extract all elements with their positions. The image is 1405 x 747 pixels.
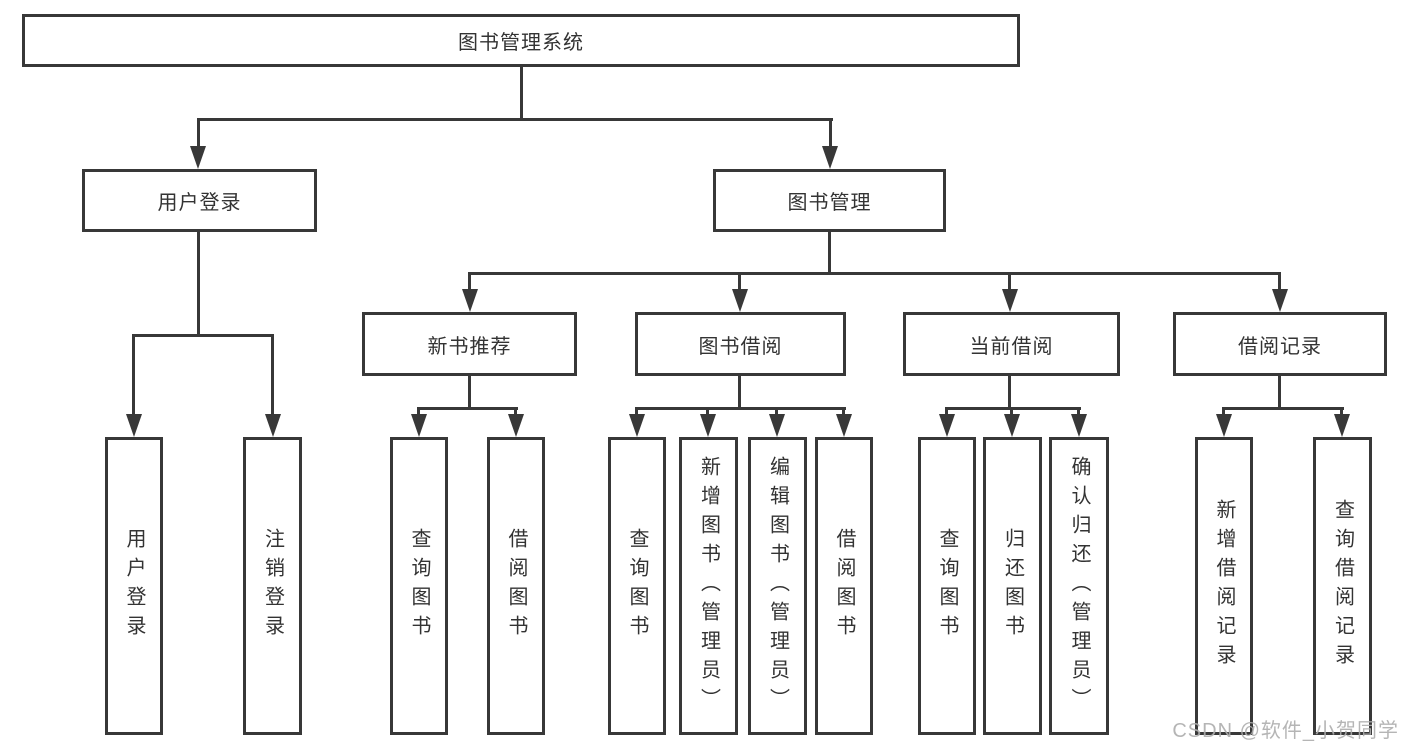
connector-line (197, 118, 200, 149)
connector-line (417, 407, 518, 410)
connector-line (468, 375, 471, 410)
leaf-query-books-borrow: 查询图书 (608, 437, 666, 735)
connector-line (706, 407, 709, 417)
node-label: 图书管理系统 (458, 32, 584, 54)
node-label: 查询图书 (626, 528, 648, 644)
arrowhead-down-icon (126, 414, 142, 437)
watermark: CSDN @软件_小贺同学 (1172, 720, 1399, 742)
leaf-add-books-admin: 新增图书（管理员） (679, 437, 738, 735)
leaf-query-books-current: 查询图书 (918, 437, 976, 735)
arrowhead-down-icon (411, 414, 427, 437)
node-new-book-recommend: 新书推荐 (362, 312, 577, 376)
leaf-query-books-recommend: 查询图书 (390, 437, 448, 735)
node-label: 图书借阅 (698, 335, 783, 358)
connector-line (1278, 272, 1281, 292)
node-borrow-records: 借阅记录 (1173, 312, 1387, 376)
leaf-confirm-return-admin: 确认归还（管理员） (1049, 437, 1109, 735)
connector-line (1008, 272, 1011, 292)
connector-line (197, 118, 833, 121)
node-label: 归还图书 (1001, 528, 1024, 644)
node-label: 用户登录 (157, 192, 242, 214)
leaf-user-login: 用户登录 (105, 437, 163, 735)
node-label: 借阅图书 (505, 528, 527, 644)
connector-line (468, 272, 1281, 275)
node-label: 查询图书 (936, 528, 958, 644)
arrowhead-down-icon (1272, 289, 1288, 312)
arrowhead-down-icon (1334, 414, 1350, 437)
node-user-login: 用户登录 (82, 169, 317, 232)
connector-line (132, 334, 135, 416)
arrowhead-down-icon (190, 146, 206, 169)
connector-line (842, 407, 845, 417)
node-label: 新增图书（管理员） (697, 455, 720, 717)
connector-line (829, 118, 832, 149)
connector-line (1008, 375, 1011, 410)
connector-line (1010, 407, 1013, 417)
arrowhead-down-icon (732, 289, 748, 312)
node-label: 用户登录 (123, 528, 145, 644)
leaf-return-books: 归还图书 (983, 437, 1042, 735)
connector-line (197, 232, 200, 337)
arrowhead-down-icon (836, 414, 852, 437)
connector-line (635, 407, 638, 417)
leaf-borrow-books-recommend: 借阅图书 (487, 437, 545, 735)
node-label: 确认归还（管理员） (1068, 455, 1090, 717)
connector-line (1340, 407, 1343, 417)
arrowhead-down-icon (1004, 414, 1020, 437)
leaf-query-borrow-record: 查询借阅记录 (1313, 437, 1372, 735)
arrowhead-down-icon (769, 414, 785, 437)
connector-line (271, 334, 274, 416)
connector-line (520, 67, 523, 120)
node-label: 注销登录 (261, 528, 284, 644)
node-label: 编辑图书（管理员） (766, 455, 789, 717)
node-label: 借阅图书 (833, 528, 855, 644)
node-book-borrow: 图书借阅 (635, 312, 846, 376)
connector-line (1222, 407, 1225, 417)
node-label: 借阅记录 (1238, 335, 1322, 358)
arrowhead-down-icon (1002, 289, 1018, 312)
node-label: 当前借阅 (969, 335, 1054, 358)
node-book-management: 图书管理 (713, 169, 946, 232)
connector-line (828, 232, 831, 274)
connector-line (945, 407, 948, 417)
connector-line (635, 407, 846, 410)
arrowhead-down-icon (629, 414, 645, 437)
leaf-add-borrow-record: 新增借阅记录 (1195, 437, 1253, 735)
connector-line (417, 407, 420, 417)
connector-line (775, 407, 778, 417)
connector-line (1077, 407, 1080, 417)
connector-line (1278, 375, 1281, 410)
node-label: 图书管理 (787, 192, 872, 214)
arrowhead-down-icon (700, 414, 716, 437)
connector-line (132, 334, 274, 337)
connector-line (945, 407, 1081, 410)
node-label: 查询借阅记录 (1331, 499, 1354, 673)
connector-line (514, 407, 517, 417)
leaf-borrow-books: 借阅图书 (815, 437, 873, 735)
arrowhead-down-icon (822, 146, 838, 169)
arrowhead-down-icon (939, 414, 955, 437)
connector-line (738, 375, 741, 410)
node-label: 查询图书 (408, 528, 430, 644)
node-label: 新书推荐 (427, 335, 512, 358)
arrowhead-down-icon (265, 414, 281, 437)
arrowhead-down-icon (508, 414, 524, 437)
arrowhead-down-icon (1071, 414, 1087, 437)
leaf-logout: 注销登录 (243, 437, 302, 735)
connector-line (738, 272, 741, 292)
connector-line (468, 272, 471, 292)
leaf-edit-books-admin: 编辑图书（管理员） (748, 437, 807, 735)
node-current-borrow: 当前借阅 (903, 312, 1120, 376)
node-label: 新增借阅记录 (1213, 499, 1235, 673)
node-root-system: 图书管理系统 (22, 14, 1020, 67)
arrowhead-down-icon (1216, 414, 1232, 437)
arrowhead-down-icon (462, 289, 478, 312)
connector-line (1222, 407, 1344, 410)
